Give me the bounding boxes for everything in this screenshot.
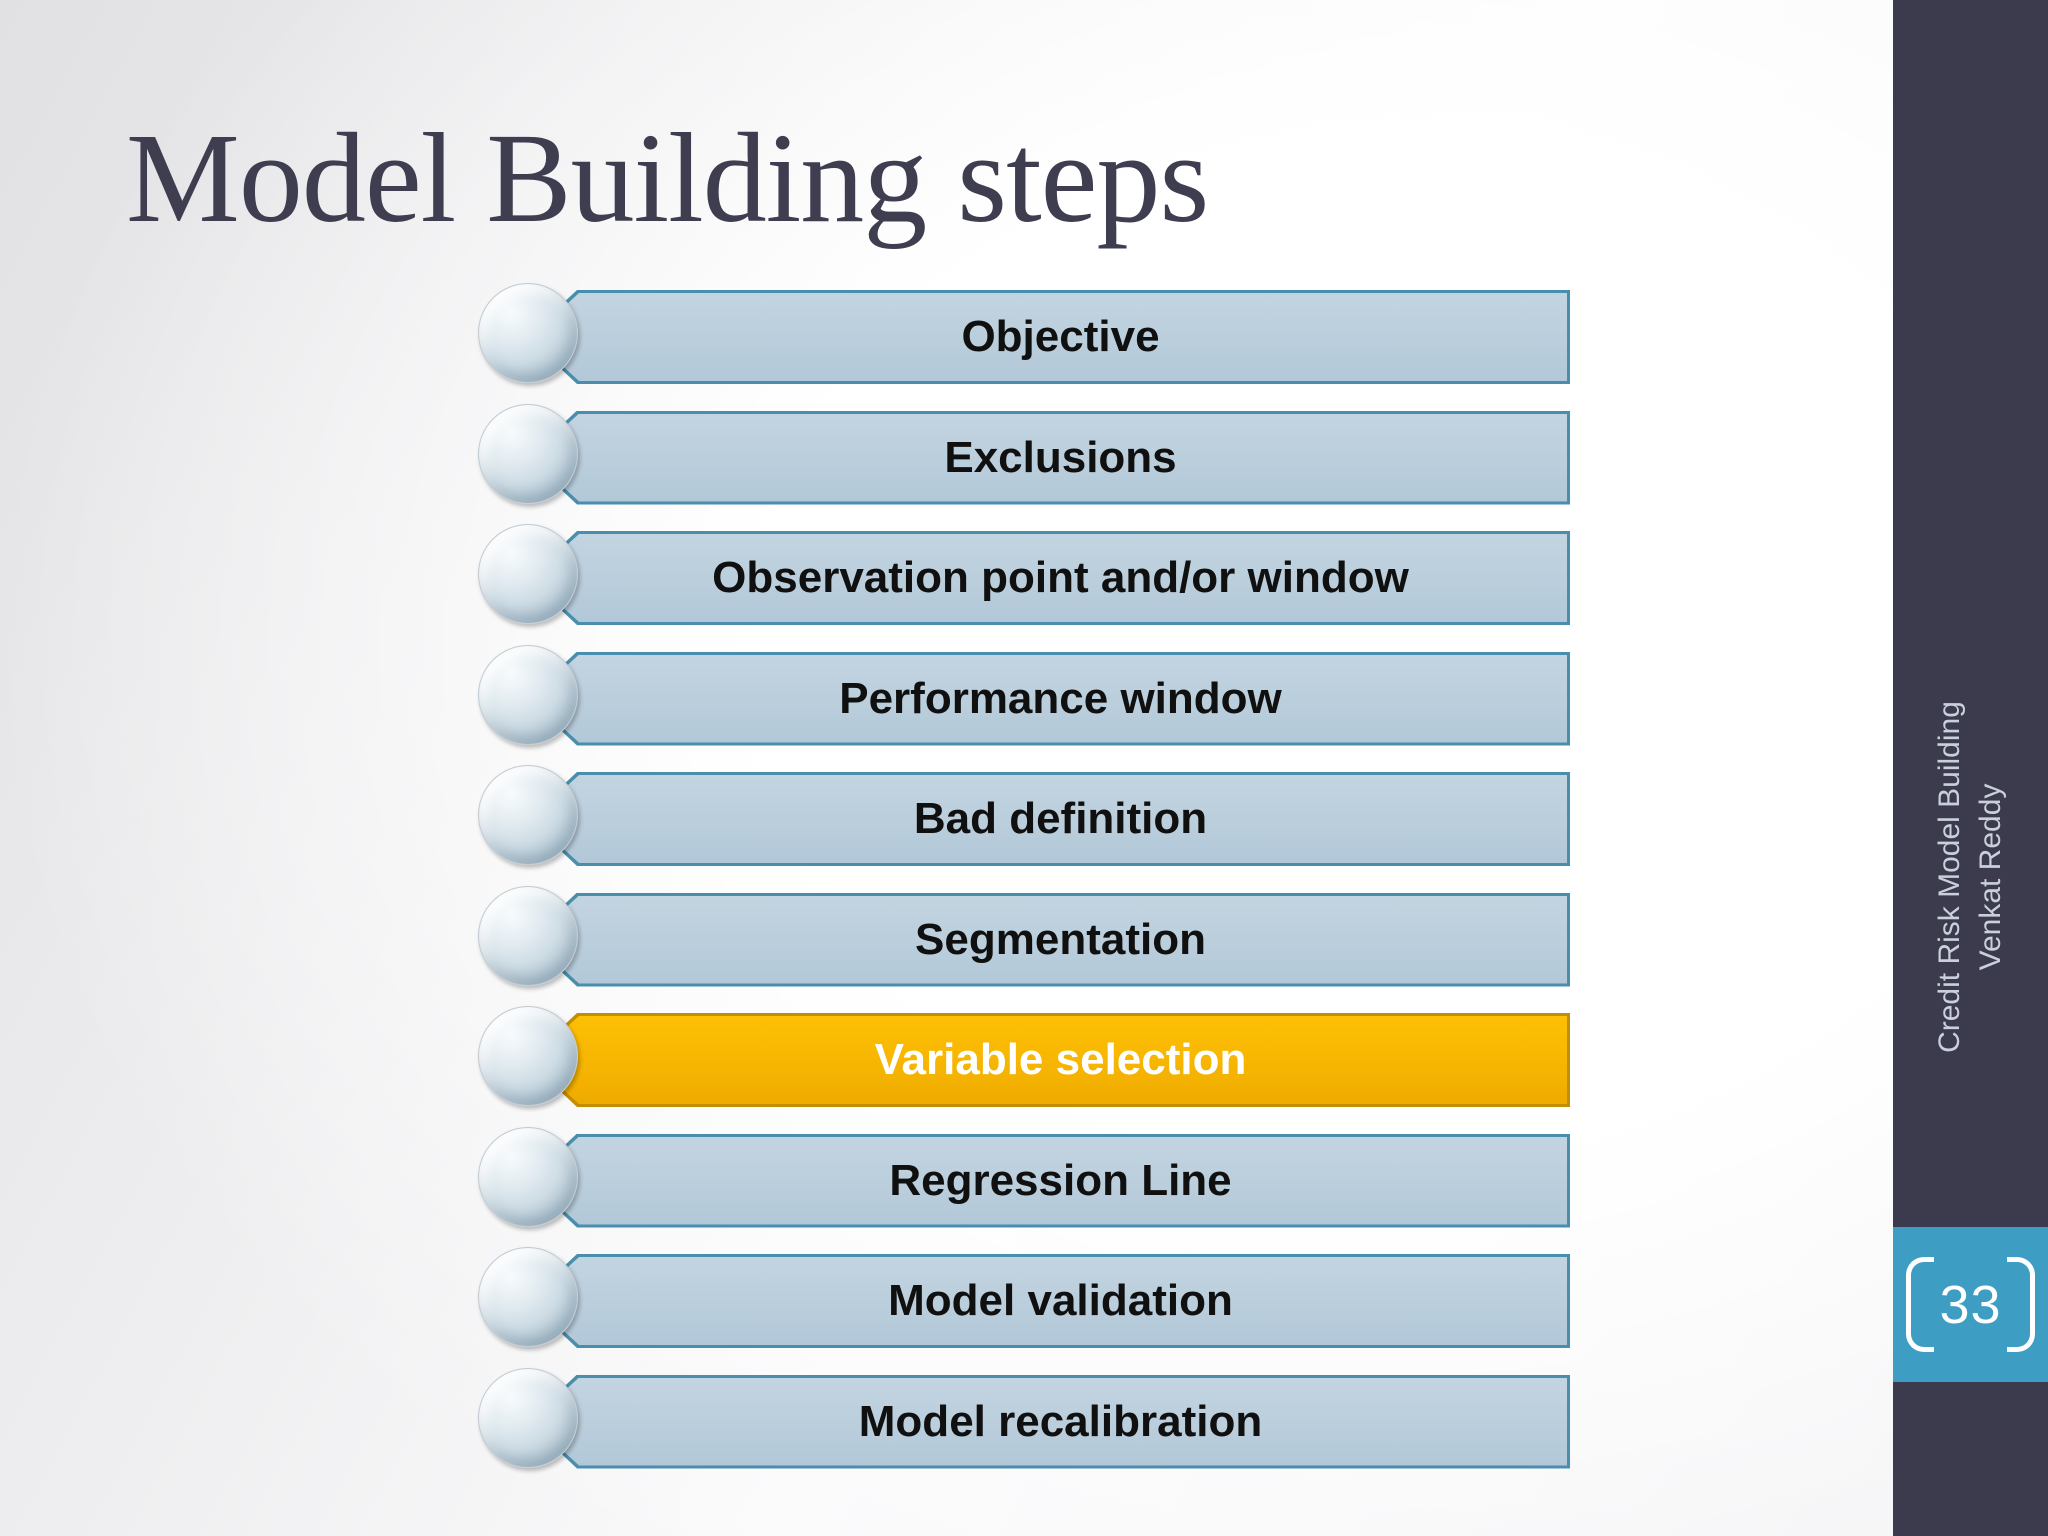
step-row-observation-window: Observation point and/or window	[478, 524, 1570, 625]
step-row-model-recalibration: Model recalibration	[478, 1367, 1570, 1469]
step-bullet-icon	[478, 403, 578, 504]
step-bar-fill	[554, 1016, 1567, 1104]
step-bar-fill	[554, 413, 1567, 502]
step-bar	[551, 1133, 1570, 1228]
step-label: Exclusions	[944, 432, 1177, 482]
step-label: Bad definition	[913, 794, 1208, 843]
step-bar	[551, 410, 1570, 505]
steps-list: Objective Exclusions Observation point a…	[478, 283, 1570, 1488]
step-bar	[551, 1013, 1570, 1107]
step-row-regression-line: Regression Line	[478, 1126, 1570, 1228]
bracket-right-icon	[2007, 1257, 2035, 1352]
step-bullet-icon	[478, 765, 578, 865]
step-label: Variable selection	[874, 1035, 1247, 1084]
page-number: 33	[1939, 1274, 2002, 1335]
step-row-objective: Objective	[478, 283, 1570, 384]
step-bar-fill	[554, 654, 1567, 743]
sidebar: Credit Risk Model Building Venkat Reddy …	[1893, 0, 2048, 1536]
step-label: Objective	[961, 312, 1160, 361]
step-bullet-icon	[478, 885, 578, 986]
step-bullet-icon	[478, 644, 578, 745]
step-bar	[551, 1374, 1570, 1469]
step-bar	[551, 772, 1570, 866]
step-bar-fill	[554, 775, 1567, 863]
step-bar	[551, 892, 1570, 987]
step-bullet-icon	[478, 524, 578, 624]
step-row-segmentation: Segmentation	[478, 885, 1570, 987]
page-title: Model Building steps	[126, 107, 1209, 249]
step-row-model-validation: Model validation	[478, 1247, 1570, 1348]
step-label: Regression Line	[889, 1155, 1232, 1205]
page-number-box: 33	[1893, 1227, 2048, 1382]
step-bar-fill	[554, 534, 1567, 622]
step-label: Performance window	[839, 673, 1282, 723]
step-label: Model recalibration	[858, 1396, 1263, 1446]
step-bar-fill	[554, 1257, 1567, 1345]
step-bar	[551, 290, 1570, 384]
step-row-variable-selection: Variable selection	[478, 1006, 1570, 1107]
step-bar-fill	[554, 1377, 1567, 1466]
step-row-exclusions: Exclusions	[478, 403, 1570, 505]
step-label: Segmentation	[915, 914, 1206, 964]
step-bar-fill	[554, 1136, 1567, 1225]
sidebar-credits: Credit Risk Model Building Venkat Reddy	[1929, 701, 2011, 1053]
step-bar	[551, 531, 1570, 625]
step-bar	[551, 651, 1570, 746]
step-bullet-icon	[478, 1367, 578, 1468]
step-bullet-icon	[478, 1126, 578, 1227]
step-bar-fill	[554, 293, 1567, 381]
step-bar-fill	[554, 895, 1567, 984]
bracket-left-icon	[1906, 1257, 1934, 1352]
step-bar	[551, 1254, 1570, 1348]
step-bullet-icon	[478, 1006, 578, 1106]
sidebar-author: Venkat Reddy	[1974, 783, 2007, 971]
sidebar-course-title: Credit Risk Model Building	[1933, 701, 1966, 1053]
step-label: Observation point and/or window	[712, 553, 1409, 602]
step-row-bad-definition: Bad definition	[478, 765, 1570, 866]
step-label: Model validation	[888, 1276, 1233, 1325]
step-bullet-icon	[478, 1247, 578, 1347]
step-bullet-icon	[478, 283, 578, 383]
step-row-performance-window: Performance window	[478, 644, 1570, 746]
